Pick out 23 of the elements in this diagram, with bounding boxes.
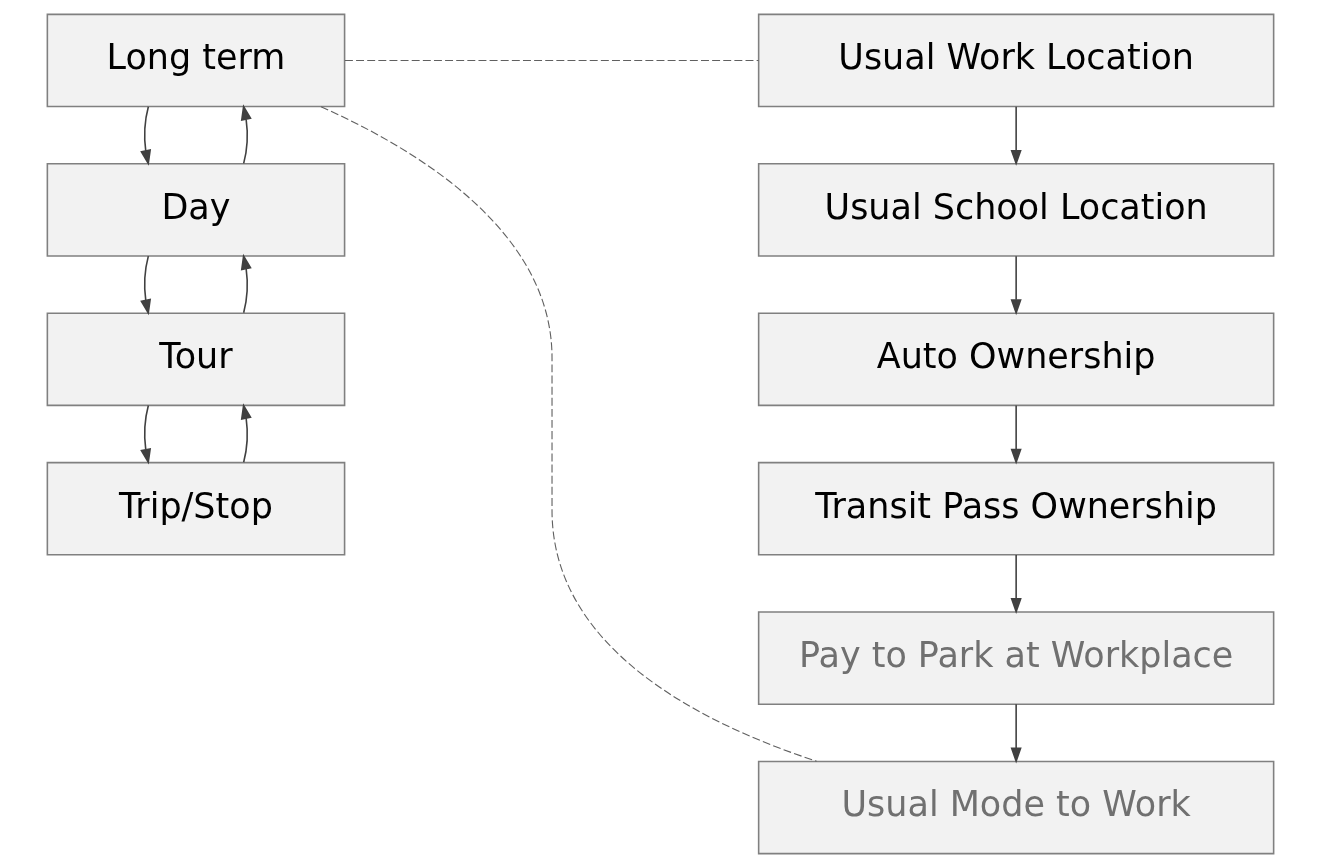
arrow — [1010, 404, 1022, 465]
node-box: Usual Mode to Work — [757, 760, 1275, 855]
node-box: Day — [46, 163, 346, 257]
arrow — [240, 403, 252, 463]
connector — [320, 106, 818, 762]
node-box: Long term — [46, 13, 346, 108]
node-box: Trip/Stop — [46, 461, 346, 556]
arrow — [240, 253, 252, 314]
arrow — [140, 255, 152, 316]
node-box: Pay to Park at Workplace — [757, 611, 1275, 705]
arrow — [140, 105, 152, 166]
arrow — [240, 104, 252, 165]
arrow — [1010, 554, 1022, 615]
node-box: Transit Pass Ownership — [757, 461, 1275, 556]
node-box: Tour — [46, 312, 346, 407]
arrow — [1010, 703, 1022, 764]
connector — [344, 59, 760, 62]
node-box: Usual Work Location — [757, 13, 1275, 108]
node-box: Usual School Location — [757, 163, 1275, 257]
arrow — [1010, 255, 1022, 316]
node-box: Auto Ownership — [757, 312, 1275, 407]
arrow — [1010, 105, 1022, 166]
arrow — [140, 404, 152, 465]
